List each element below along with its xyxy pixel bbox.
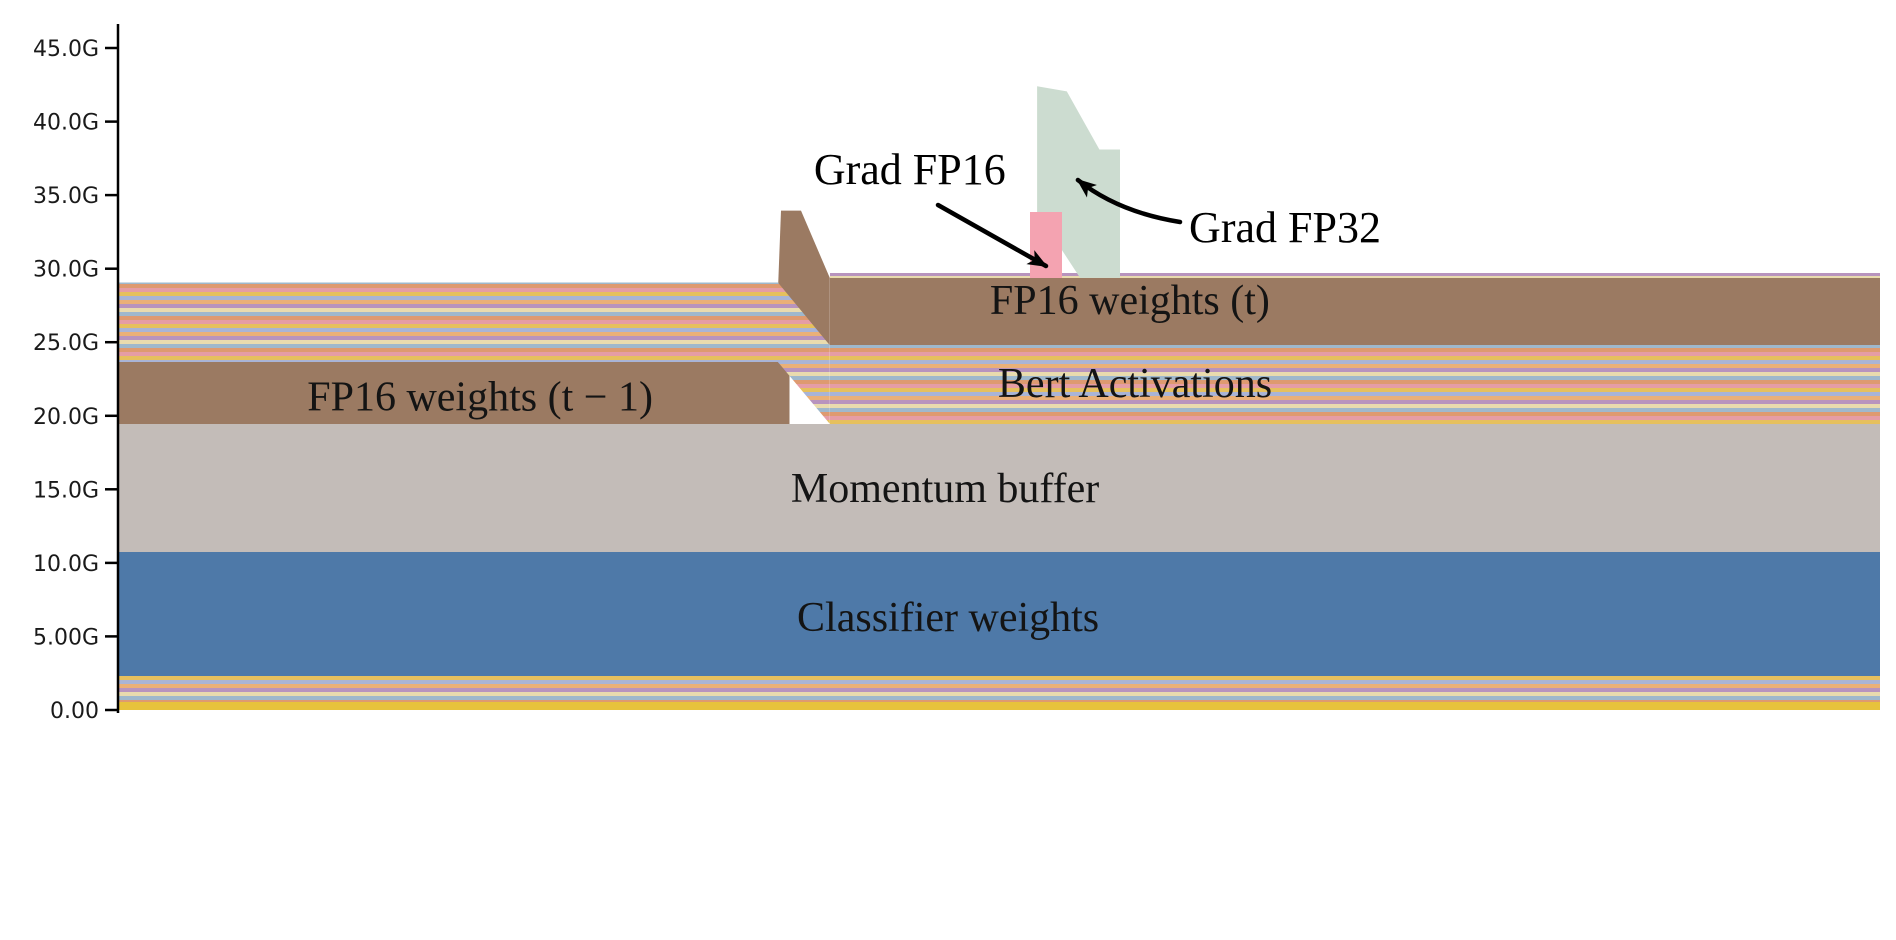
y-tick-label: 40.0G bbox=[33, 111, 99, 136]
region-label: FP16 weights (t) bbox=[990, 278, 1270, 324]
memory-region-misc-small-tensors bbox=[118, 676, 1880, 702]
y-tick-label: 20.0G bbox=[33, 405, 99, 430]
region-label: FP16 weights (t − 1) bbox=[307, 375, 653, 421]
memory-region-fp16-weights-t-minus-1 bbox=[118, 362, 790, 424]
y-tick-label: 15.0G bbox=[33, 478, 99, 503]
memory-region-bert-activations bbox=[829, 345, 1880, 424]
y-tick-label: 5.00G bbox=[33, 625, 99, 650]
region-label: Momentum buffer bbox=[791, 466, 1099, 512]
region-label: Bert Activations bbox=[998, 361, 1272, 407]
annotation-label: Grad FP16 bbox=[814, 145, 1006, 194]
memory-region-fp16-weights-t bbox=[829, 277, 1880, 346]
memory-region-weight-update-spike bbox=[778, 210, 830, 346]
y-tick-label: 45.0G bbox=[33, 37, 99, 62]
annotation-label: Grad FP32 bbox=[1189, 203, 1381, 252]
region-label: Classifier weights bbox=[797, 595, 1099, 641]
annotation-arrow bbox=[935, 202, 1049, 269]
y-tick-label: 10.0G bbox=[33, 552, 99, 577]
memory-region-top-stripes-right bbox=[829, 272, 1880, 278]
y-tick-label: 35.0G bbox=[33, 184, 99, 209]
y-tick-label: 25.0G bbox=[33, 331, 99, 356]
memory-region-activations-transition bbox=[778, 282, 830, 424]
memory-region-bottom-yellow-band bbox=[118, 701, 1880, 710]
memory-region-activations-left bbox=[118, 282, 778, 362]
memory-region-classifier-weights bbox=[118, 551, 1880, 677]
annotation-arrow bbox=[1075, 177, 1183, 225]
y-tick-label: 0.00 bbox=[50, 699, 99, 724]
memory-region-momentum-buffer bbox=[118, 423, 1880, 552]
y-tick-label: 30.0G bbox=[33, 258, 99, 283]
